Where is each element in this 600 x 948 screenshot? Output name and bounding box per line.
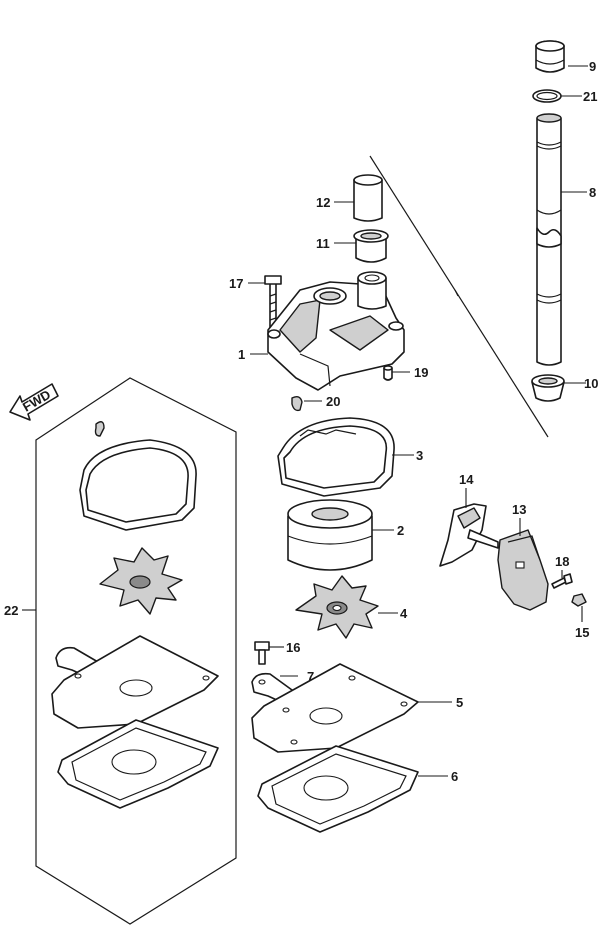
callout-5: 5 xyxy=(456,695,463,710)
callout-4: 4 xyxy=(400,606,408,621)
part-3-gasket[interactable] xyxy=(277,417,395,497)
part-9-bushing[interactable] xyxy=(535,40,565,73)
part-20-key[interactable] xyxy=(291,395,303,412)
callout-2: 2 xyxy=(397,523,404,538)
part-14-bracket[interactable] xyxy=(439,503,499,567)
callout-10: 10 xyxy=(584,376,598,391)
part-8-water-tube[interactable] xyxy=(536,113,562,366)
callout-9: 9 xyxy=(589,59,596,74)
part-19-pin[interactable] xyxy=(383,365,393,381)
part-13-anode[interactable] xyxy=(497,529,549,611)
callout-13: 13 xyxy=(512,502,526,517)
part-15-nut[interactable] xyxy=(571,593,587,607)
part-6-gasket[interactable] xyxy=(257,745,419,833)
callout-labels: 9 21 8 10 12 11 17 1 19 20 3 2 4 16 7 5 … xyxy=(4,59,598,784)
guide-tick xyxy=(454,289,459,297)
part-10-grommet[interactable] xyxy=(531,374,565,402)
callout-18: 18 xyxy=(555,554,569,569)
part-12-sleeve[interactable] xyxy=(353,174,383,222)
callout-1: 1 xyxy=(238,347,245,362)
part-4-impeller[interactable] xyxy=(295,575,379,639)
callout-15: 15 xyxy=(575,625,589,640)
part-22-repair-kit[interactable] xyxy=(35,377,237,925)
part-1-pump-case[interactable] xyxy=(267,271,405,391)
callout-12: 12 xyxy=(316,195,330,210)
part-18-screw[interactable] xyxy=(551,573,573,589)
fwd-arrow: FWD xyxy=(9,383,59,421)
guide-line xyxy=(369,155,549,438)
leader-lines xyxy=(22,65,588,777)
callout-14: 14 xyxy=(459,472,474,487)
callout-16: 16 xyxy=(286,640,300,655)
water-tube-assembly xyxy=(369,40,565,438)
callout-22: 22 xyxy=(4,603,18,618)
callout-20: 20 xyxy=(326,394,340,409)
callout-3: 3 xyxy=(416,448,423,463)
part-21-o-ring[interactable] xyxy=(532,89,562,103)
callout-19: 19 xyxy=(414,365,428,380)
callout-8: 8 xyxy=(589,185,596,200)
part-11-sleeve[interactable] xyxy=(353,229,389,263)
part-5-plate[interactable] xyxy=(251,663,419,753)
callout-11: 11 xyxy=(316,236,330,251)
callout-7: 7 xyxy=(307,669,314,684)
callout-6: 6 xyxy=(451,769,458,784)
callout-17: 17 xyxy=(229,276,243,291)
callout-21: 21 xyxy=(583,89,597,104)
part-2-pump-liner[interactable] xyxy=(287,499,373,571)
part-16-bolt[interactable] xyxy=(254,641,270,665)
